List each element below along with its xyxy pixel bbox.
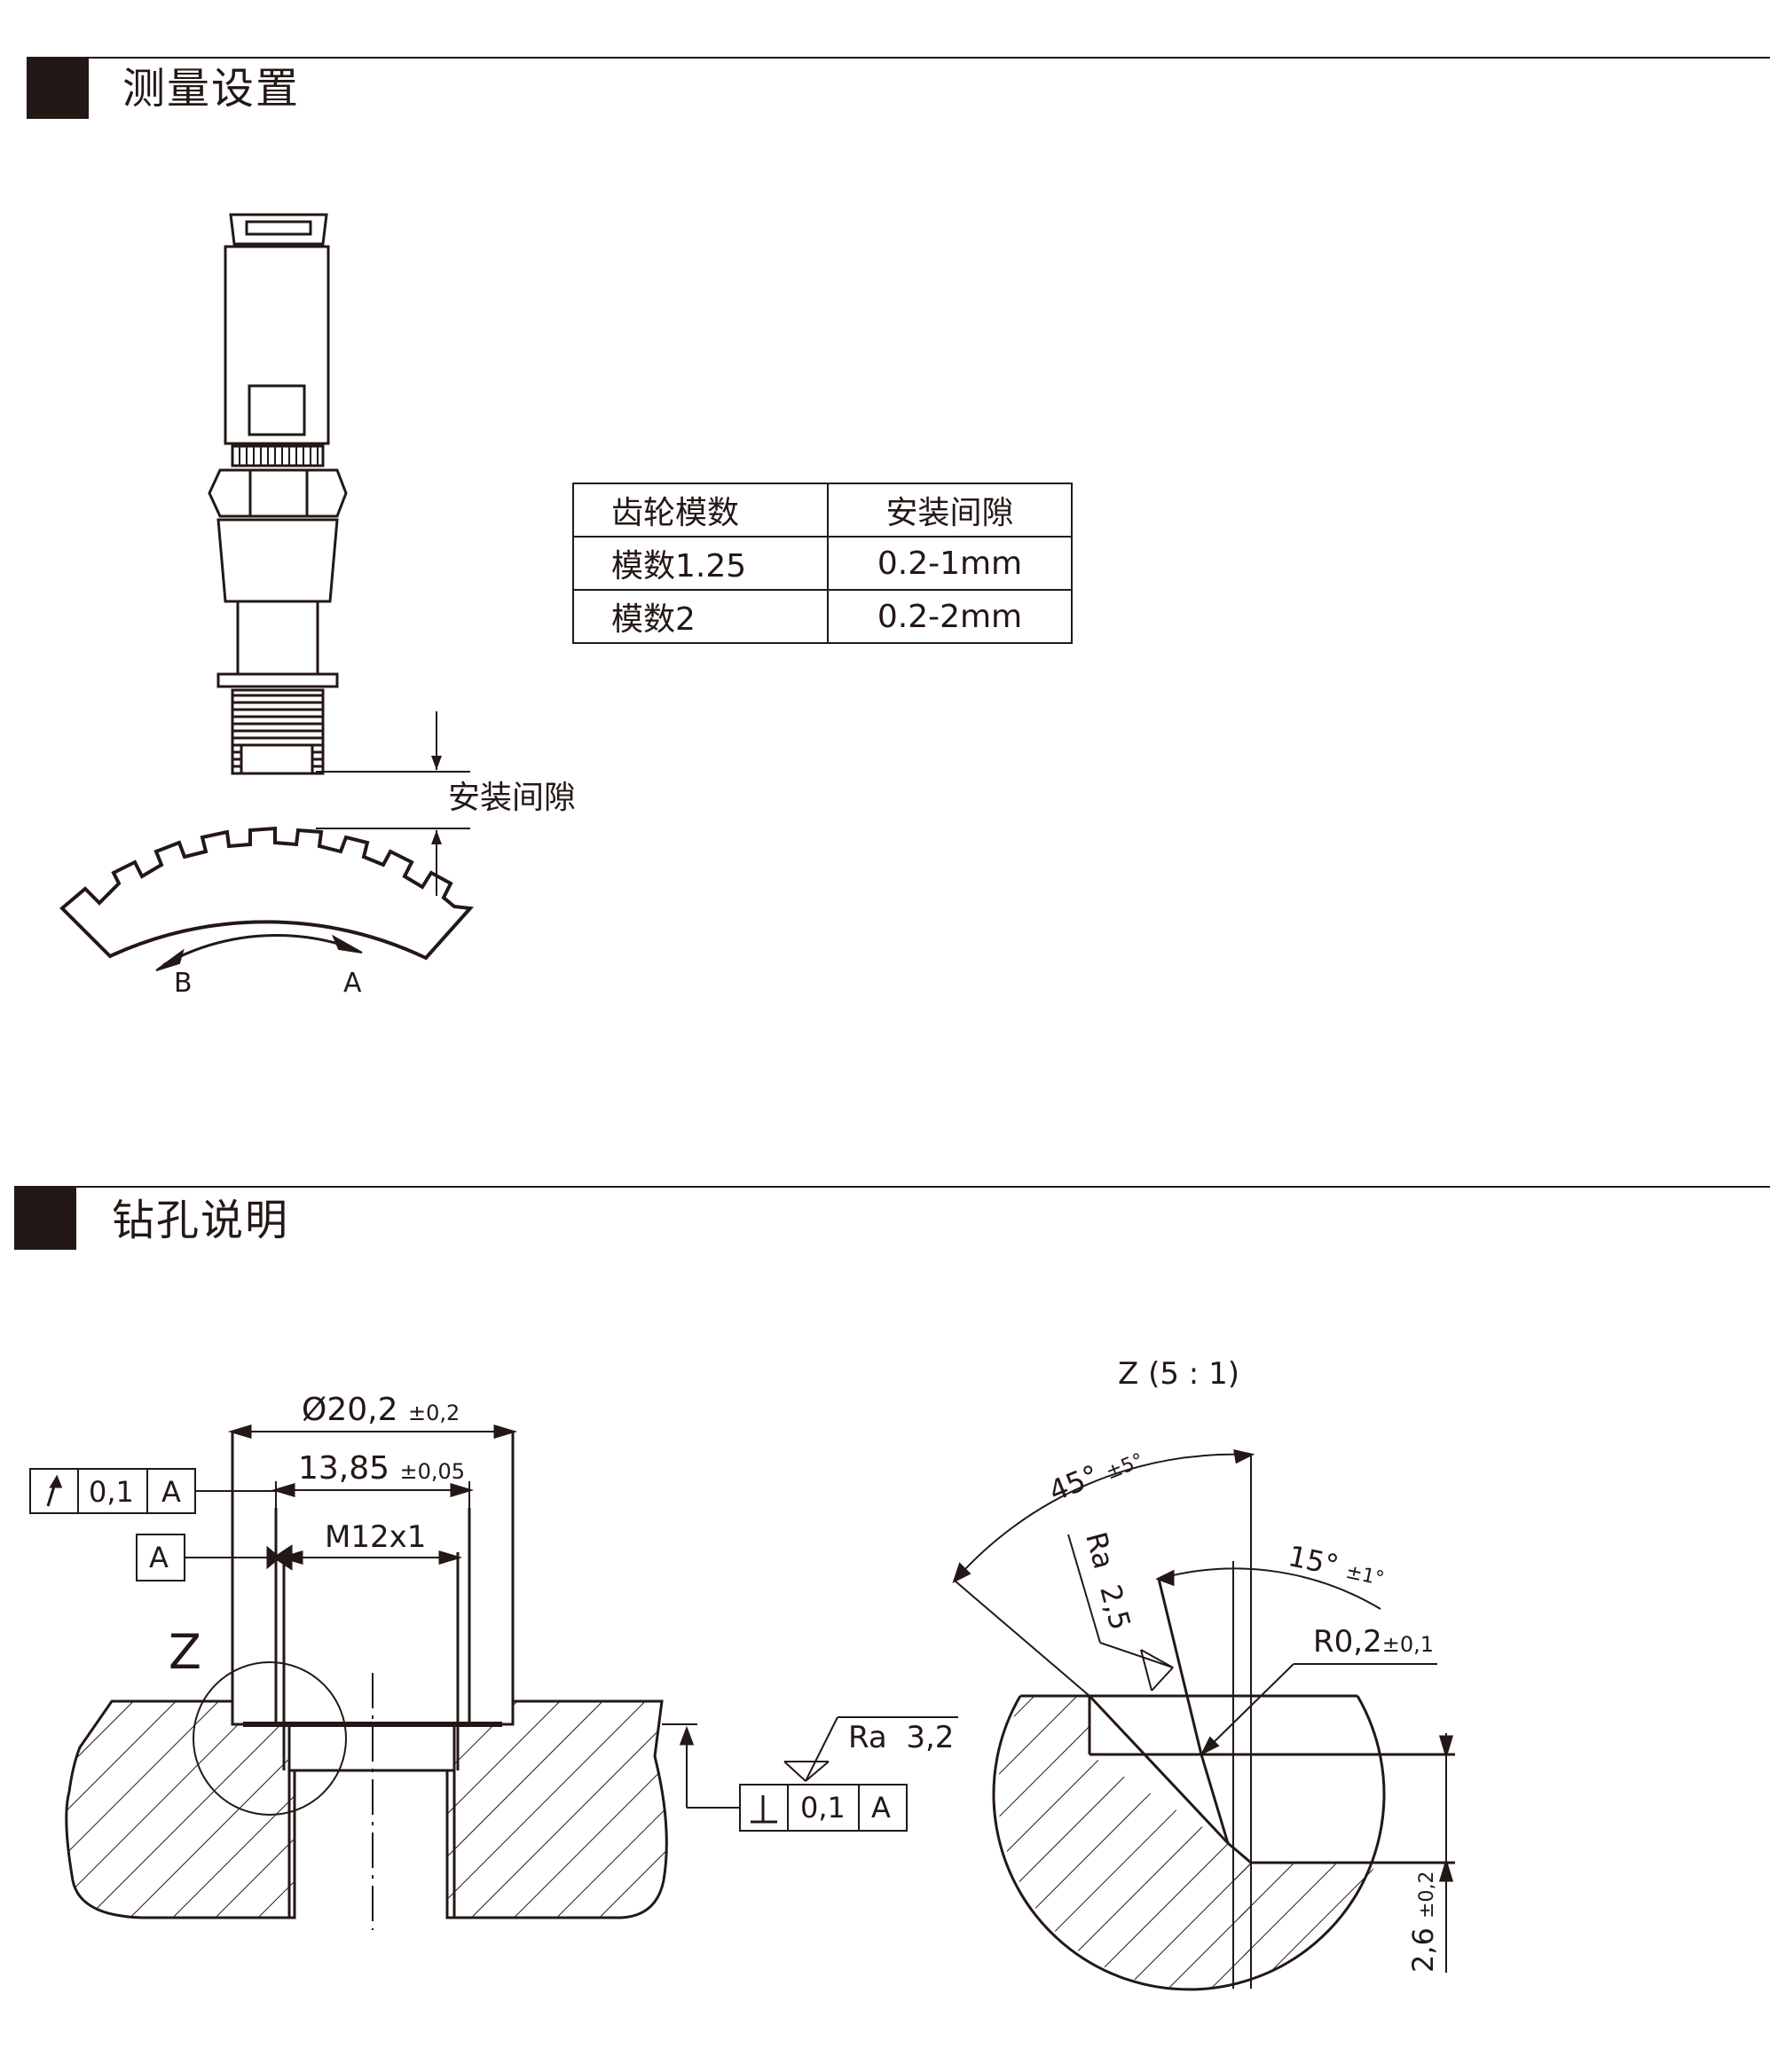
workpiece-right (445, 1699, 668, 1919)
perp-datum: A (871, 1791, 891, 1825)
dim-thread: M12x1 (325, 1519, 427, 1555)
runout-value: 0,1 (89, 1475, 134, 1509)
hex-nut (208, 468, 348, 518)
sensor-cap (229, 213, 328, 246)
sensor-ring (231, 444, 325, 467)
table-cell: 0.2-1mm (827, 536, 1073, 591)
table-header-cell: 齿轮模数 (572, 483, 829, 538)
table-row: 模数2 0.2-2mm (572, 589, 1073, 644)
surface-roughness-label: Ra 3,2 (848, 1720, 955, 1755)
perpendicularity-frame (739, 1784, 908, 1832)
section-rule-measurement (27, 57, 1770, 59)
section-rule-drilling (14, 1186, 1770, 1188)
sensor-tip (232, 743, 323, 775)
direction-a-label: A (343, 968, 362, 999)
rotation-arrow (162, 934, 356, 967)
section-marker-drilling (14, 1186, 76, 1250)
dim-outer-diameter: Ø20,2 ±0,2 (302, 1392, 460, 1428)
detail-outline (992, 1695, 1386, 1991)
table-row: 模数1.25 0.2-1mm (572, 536, 1073, 591)
sensor-label-window (248, 384, 306, 436)
detail-radius: R0,2±0,1 (1313, 1624, 1434, 1660)
sensor-cap-inner (245, 220, 312, 236)
detail-depth: 2,6 ±0,2 (1406, 1871, 1440, 1973)
section-title-measurement: 测量设置 (122, 64, 301, 114)
table-header-row: 齿轮模数 安装间隙 (572, 483, 1073, 538)
section-title-drilling: 钻孔说明 (112, 1196, 290, 1245)
dim-counterbore: 13,85 ±0,05 (298, 1450, 466, 1487)
detail-z-circle (193, 1661, 347, 1816)
sensor-housing (216, 518, 339, 603)
table-header-cell: 安装间隙 (827, 483, 1073, 538)
runout-datum: A (161, 1475, 181, 1509)
detail-title: Z (5 : 1) (1118, 1356, 1239, 1392)
sensor-flange (216, 672, 339, 688)
sensor-body (224, 245, 330, 445)
gap-table: 齿轮模数 安装间隙 模数1.25 0.2-1mm 模数2 0.2-2mm (572, 483, 1073, 644)
detail-z-marker: Z (169, 1624, 201, 1680)
perp-value: 0,1 (800, 1791, 846, 1825)
table-cell: 模数2 (572, 589, 829, 644)
section-marker-measurement (27, 57, 89, 119)
gap-label: 安装间隙 (448, 780, 577, 816)
direction-b-label: B (174, 968, 193, 999)
table-cell: 0.2-2mm (827, 589, 1073, 644)
datum-a-label: A (149, 1541, 169, 1574)
table-cell: 模数1.25 (572, 536, 829, 591)
workpiece-left (65, 1699, 296, 1919)
gear-segment (59, 826, 475, 961)
